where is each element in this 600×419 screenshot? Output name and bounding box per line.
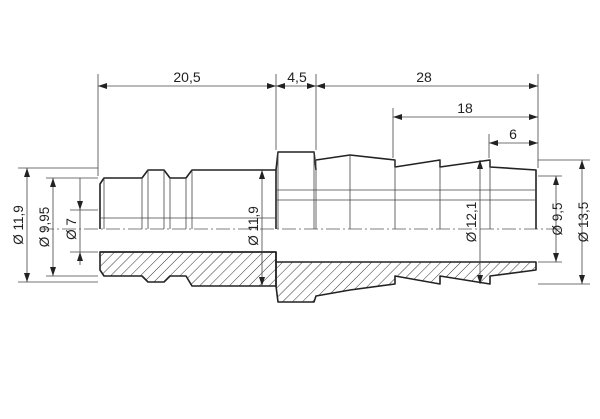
- dim-dia-left-bore: Ø 7: [64, 218, 79, 240]
- lower-section: [99, 251, 537, 303]
- dim-length-front: 20,5: [173, 69, 200, 85]
- dim-dia-barb-bore: Ø 12,1: [464, 202, 479, 243]
- dim-length-tail: 28: [416, 69, 432, 85]
- dim-length-collar: 4,5: [287, 69, 307, 85]
- left-dimensions: Ø 11,9 Ø 9,95 Ø 7: [11, 167, 98, 283]
- middle-dimensions: Ø 11,9 Ø 12,1: [246, 160, 483, 286]
- dim-dia-right-outer: Ø 13,5: [576, 202, 591, 243]
- top-dimensions: 20,5 4,5 28 18 6: [97, 69, 539, 176]
- right-dimensions: Ø 9,5 Ø 13,5: [538, 159, 591, 285]
- dim-dia-left-outer: Ø 11,9: [11, 205, 26, 245]
- upper-outline: [99, 151, 537, 229]
- dim-length-barb-section: 18: [457, 100, 473, 116]
- dim-dia-right-bore: Ø 9,5: [550, 202, 565, 235]
- dim-dia-left-coupling: Ø 9,95: [37, 207, 52, 248]
- dim-dia-collar: Ø 11,9: [246, 206, 261, 246]
- dim-length-last-barb: 6: [509, 126, 517, 142]
